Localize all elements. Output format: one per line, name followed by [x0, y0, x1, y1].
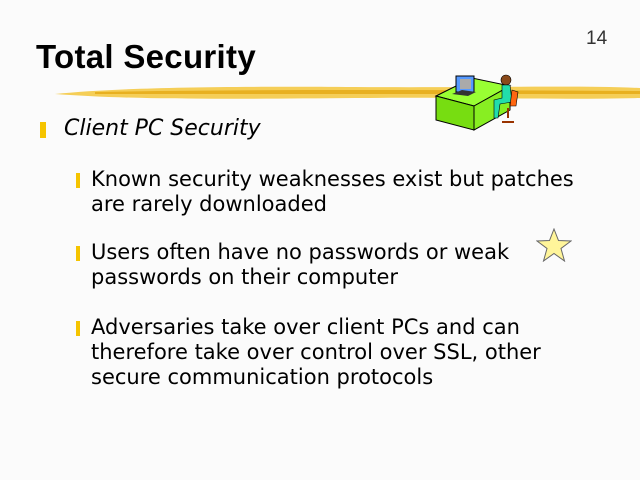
bullet-line: secure communication protocols: [91, 365, 434, 389]
bullet-line: Adversaries take over client PCs and can: [91, 315, 520, 339]
bullet-line: passwords on their computer: [91, 265, 399, 289]
brush-stroke-divider: [55, 86, 640, 99]
bullet-item: Known security weaknesses exist but patc…: [76, 167, 606, 217]
slide-title: Total Security: [36, 38, 256, 75]
bullet-line: are rarely downloaded: [91, 192, 327, 216]
heading-item: Client PC Security: [40, 116, 261, 141]
bullet-item: Users often have no passwords or weak pa…: [76, 240, 606, 290]
person-at-computer-icon: [434, 74, 519, 131]
bar-bullet-icon: [76, 246, 80, 261]
slide-number: 14: [586, 28, 608, 49]
bar-bullet-icon: [76, 173, 80, 188]
bullet-item: Adversaries take over client PCs and can…: [76, 315, 606, 390]
bullet-line: Known security weaknesses exist but patc…: [91, 167, 574, 191]
star-icon: [536, 228, 572, 262]
heading-text: Client PC Security: [64, 116, 261, 141]
bar-bullet-icon: [40, 122, 46, 138]
bullet-line: Users often have no passwords or weak: [91, 240, 510, 264]
bar-bullet-icon: [76, 321, 80, 336]
bullet-line: therefore take over control over SSL, ot…: [91, 340, 541, 364]
